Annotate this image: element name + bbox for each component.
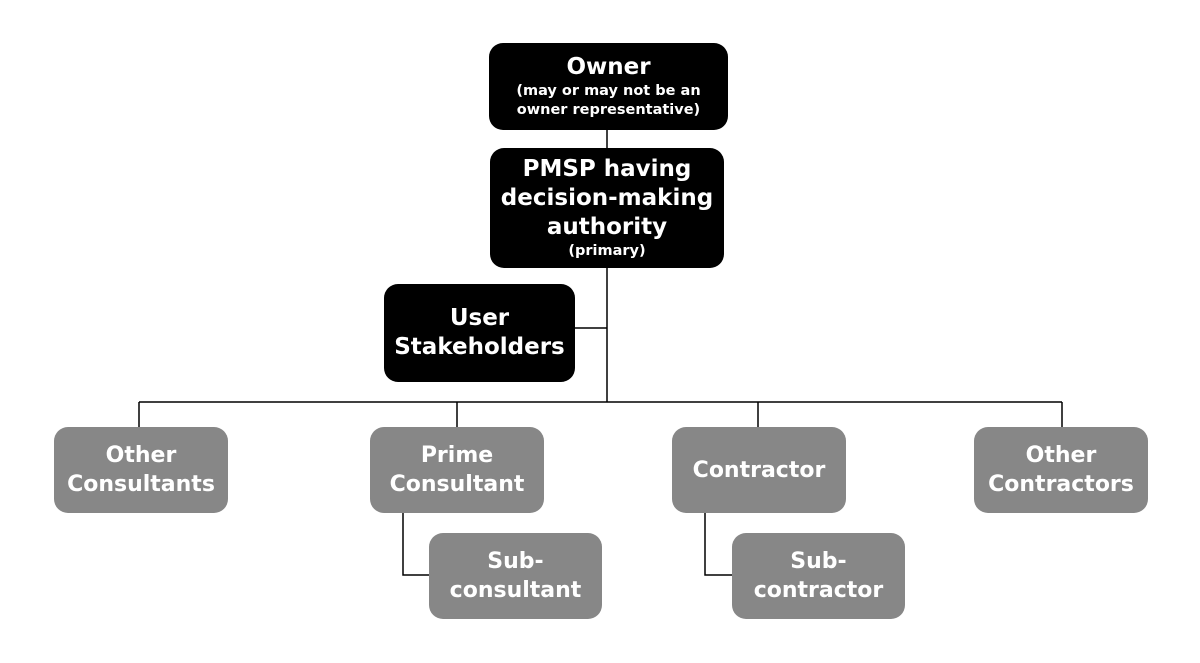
sub-consultant-node: Sub- consultant xyxy=(429,533,602,619)
owner-note-line2: owner representative) xyxy=(516,102,701,118)
sub-contractor-line1: Sub- xyxy=(790,549,847,574)
user-stakeholders-line1: User xyxy=(449,305,510,331)
sub-consultant-line2: consultant xyxy=(449,578,582,603)
prime-consultant-node: Prime Consultant xyxy=(370,427,544,513)
owner-title: Owner xyxy=(566,54,651,80)
sub-consultant-line1: Sub- xyxy=(487,549,544,574)
contractor-line1: Contractor xyxy=(692,457,826,483)
sub-contractor-line2: contractor xyxy=(753,578,884,603)
prime-consultant-line1: Prime xyxy=(420,443,494,468)
contractor-node: Contractor xyxy=(672,427,846,513)
owner-note-line1: (may or may not be an xyxy=(516,83,701,99)
other-consultants-node: Other Consultants xyxy=(54,427,228,513)
other-consultants-line2: Consultants xyxy=(67,472,215,497)
user-stakeholders-line2: Stakeholders xyxy=(394,334,565,360)
pmsp-line3: authority xyxy=(546,214,668,240)
user-stakeholders-node: User Stakeholders xyxy=(384,284,575,382)
other-contractors-line2: Contractors xyxy=(988,472,1134,497)
other-contractors-line1: Other xyxy=(1025,443,1097,468)
other-consultants-line1: Other xyxy=(105,443,177,468)
contractor-to-subcontractor-line xyxy=(704,513,732,576)
pmsp-line2: decision-making xyxy=(500,185,714,211)
sub-contractor-node: Sub- contractor xyxy=(732,533,905,619)
owner-node: Owner (may or may not be an owner repres… xyxy=(489,43,728,130)
pmsp-node: PMSP having decision-making authority (p… xyxy=(490,148,724,268)
other-contractors-node: Other Contractors xyxy=(974,427,1148,513)
pmsp-note: (primary) xyxy=(568,243,646,259)
pmsp-line1: PMSP having xyxy=(522,156,692,182)
prime-consultant-line2: Consultant xyxy=(389,472,525,497)
prime-to-subconsultant-line xyxy=(402,513,429,576)
